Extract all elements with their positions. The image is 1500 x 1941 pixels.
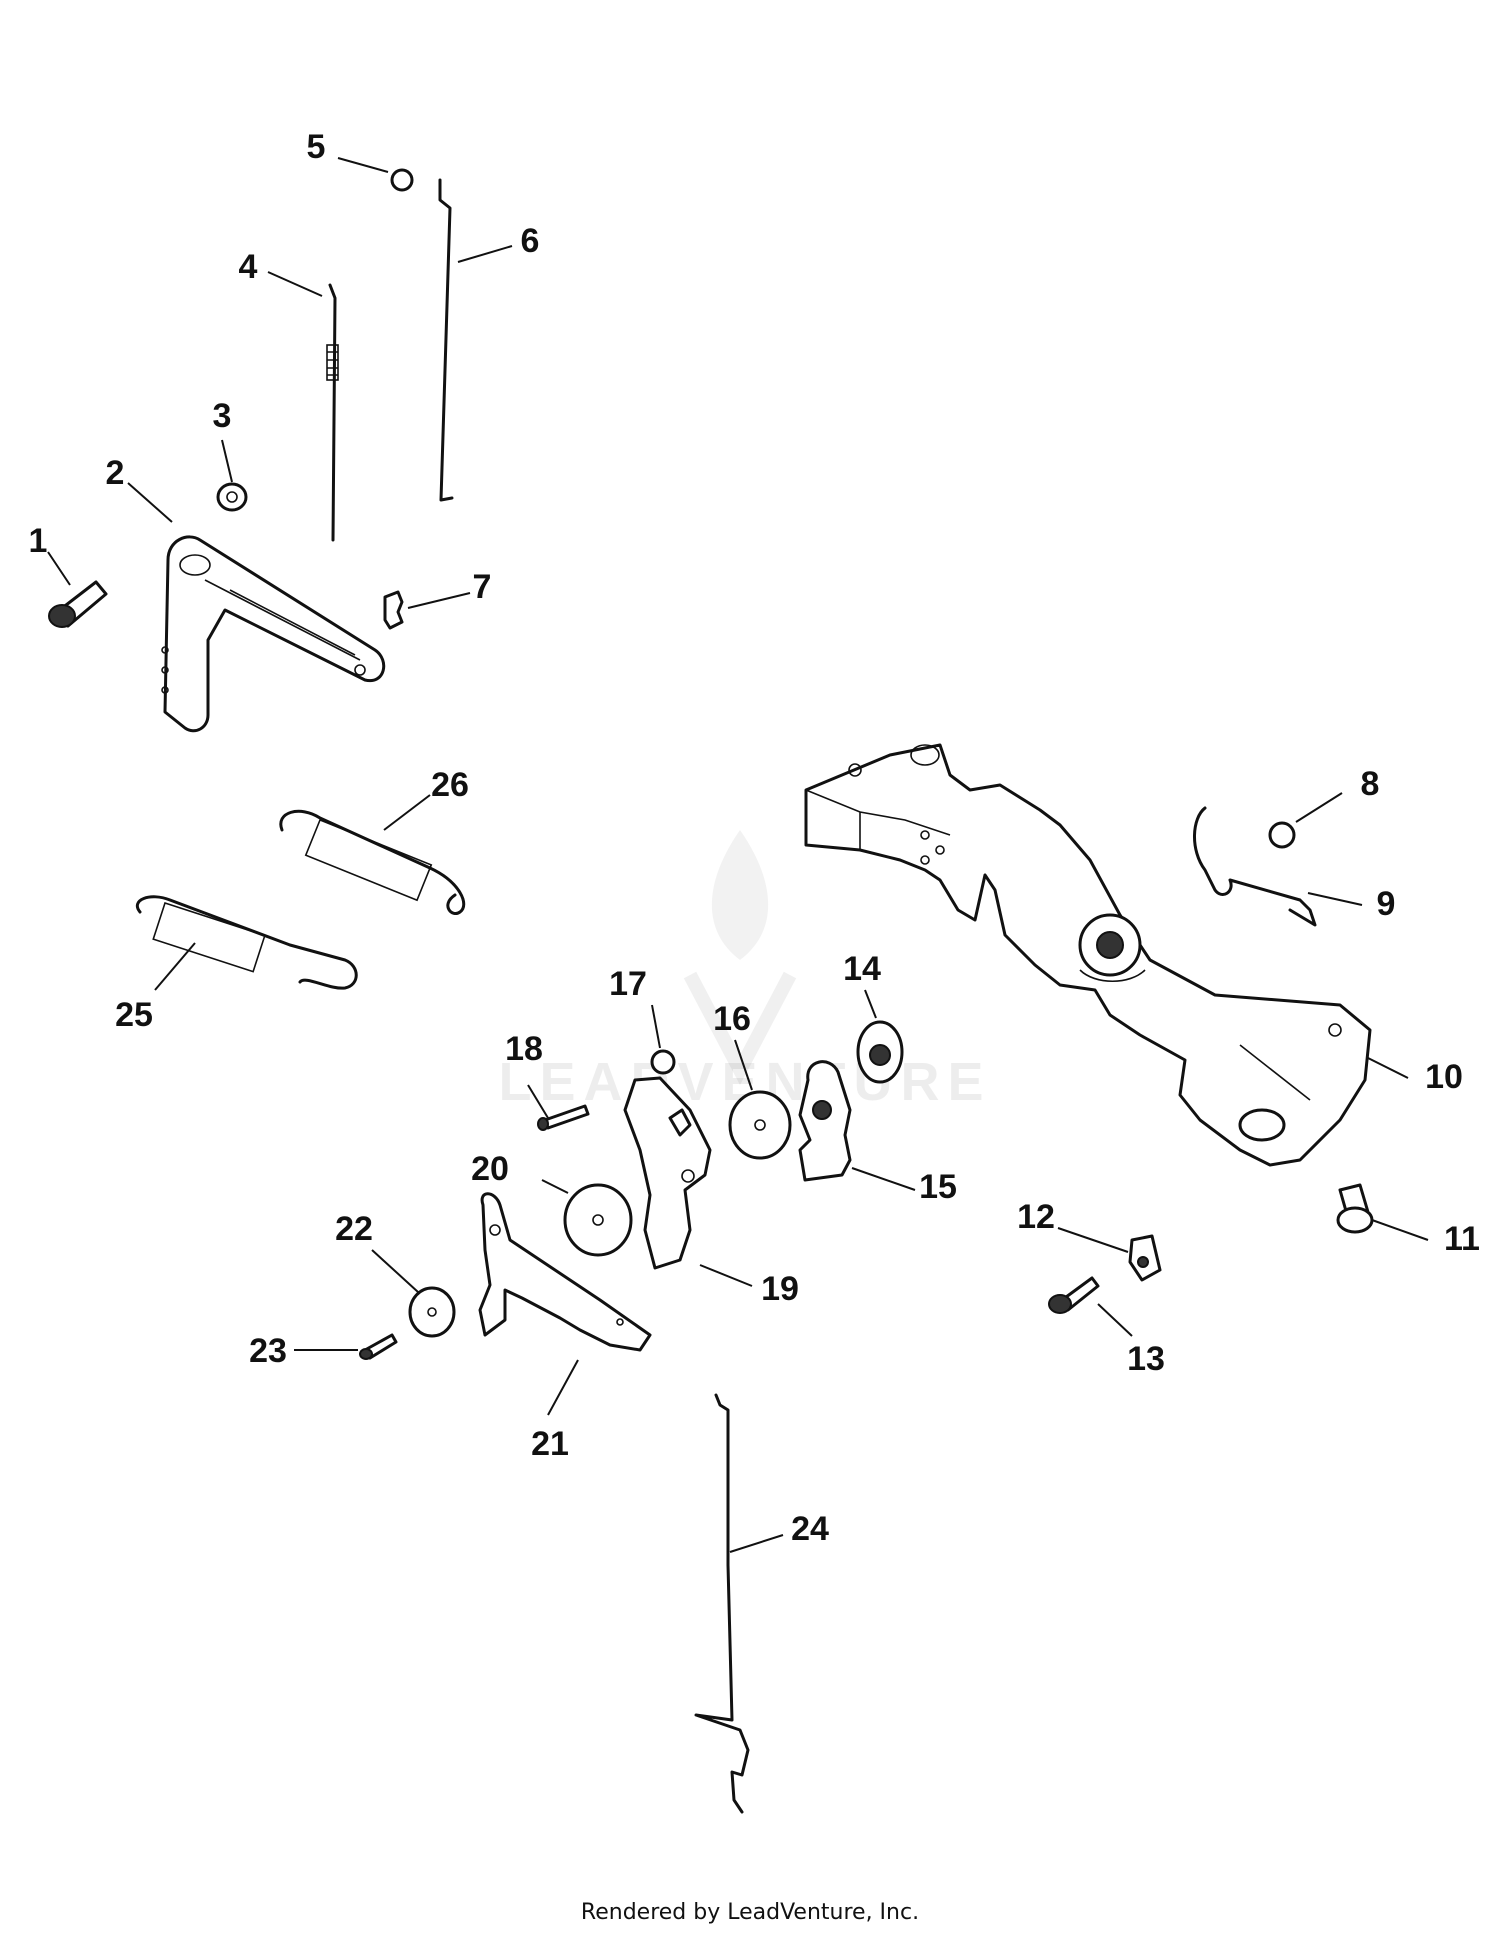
callout-3: 3 <box>213 397 232 435</box>
part-22-washer[interactable] <box>408 1286 456 1338</box>
part-23-screw[interactable] <box>359 1333 398 1360</box>
part-19-plate[interactable] <box>623 1076 712 1270</box>
callout-6: 6 <box>521 222 540 260</box>
part-26-spring[interactable] <box>279 809 466 915</box>
callout-17: 17 <box>609 965 647 1003</box>
callout-2: 2 <box>106 454 125 492</box>
part-15-lever[interactable] <box>798 1060 852 1182</box>
part-24-link-rod[interactable] <box>694 1393 750 1814</box>
leader-lines <box>47 157 1429 1553</box>
part-25-spring[interactable] <box>136 895 358 990</box>
part-14-washer[interactable] <box>856 1020 904 1084</box>
callout-20: 20 <box>471 1150 509 1188</box>
part-11-bolt[interactable] <box>1336 1183 1374 1234</box>
part-8-nut[interactable] <box>1268 821 1296 849</box>
callout-9: 9 <box>1377 885 1396 923</box>
part-10-bracket[interactable] <box>804 743 1372 1167</box>
callout-23: 23 <box>249 1332 287 1370</box>
footer-credit: Rendered by LeadVenture, Inc. <box>580 1900 920 1925</box>
callout-13: 13 <box>1127 1340 1165 1378</box>
callout-15: 15 <box>919 1168 957 1206</box>
callout-4: 4 <box>239 248 258 286</box>
callout-16: 16 <box>713 1000 751 1038</box>
part-3-nut[interactable] <box>216 482 248 512</box>
callout-18: 18 <box>505 1030 543 1068</box>
callout-14: 14 <box>843 950 881 988</box>
part-1-bolt[interactable] <box>48 580 108 628</box>
callout-8: 8 <box>1361 765 1380 803</box>
part-5-nut[interactable] <box>390 168 414 192</box>
part-16-washer[interactable] <box>728 1090 792 1160</box>
callout-12: 12 <box>1017 1198 1055 1236</box>
part-6-rod[interactable] <box>438 178 454 502</box>
part-21-bracket[interactable] <box>478 1192 652 1352</box>
part-7-clip[interactable] <box>383 590 404 630</box>
callout-numbers: 1 2 3 4 5 6 7 8 9 10 11 12 13 14 15 16 1… <box>29 128 1480 1548</box>
part-2-bracket[interactable] <box>161 535 386 733</box>
part-9-spring[interactable] <box>1193 806 1317 927</box>
callout-22: 22 <box>335 1210 373 1248</box>
callout-21: 21 <box>531 1425 569 1463</box>
part-13-screw[interactable] <box>1048 1276 1100 1314</box>
callout-19: 19 <box>761 1270 799 1308</box>
part-18-screw[interactable] <box>537 1104 590 1131</box>
part-20-washer[interactable] <box>563 1183 633 1257</box>
callout-24: 24 <box>791 1510 829 1548</box>
callout-1: 1 <box>29 522 48 560</box>
callout-25: 25 <box>115 996 153 1034</box>
callout-10: 10 <box>1425 1058 1463 1096</box>
part-4-spring-rod[interactable] <box>326 283 339 542</box>
callout-11: 11 <box>1444 1220 1480 1258</box>
callout-26: 26 <box>431 766 469 804</box>
part-12-clip[interactable] <box>1128 1234 1162 1282</box>
part-17-nut[interactable] <box>650 1049 676 1075</box>
callout-5: 5 <box>307 128 326 166</box>
callout-7: 7 <box>473 568 492 606</box>
